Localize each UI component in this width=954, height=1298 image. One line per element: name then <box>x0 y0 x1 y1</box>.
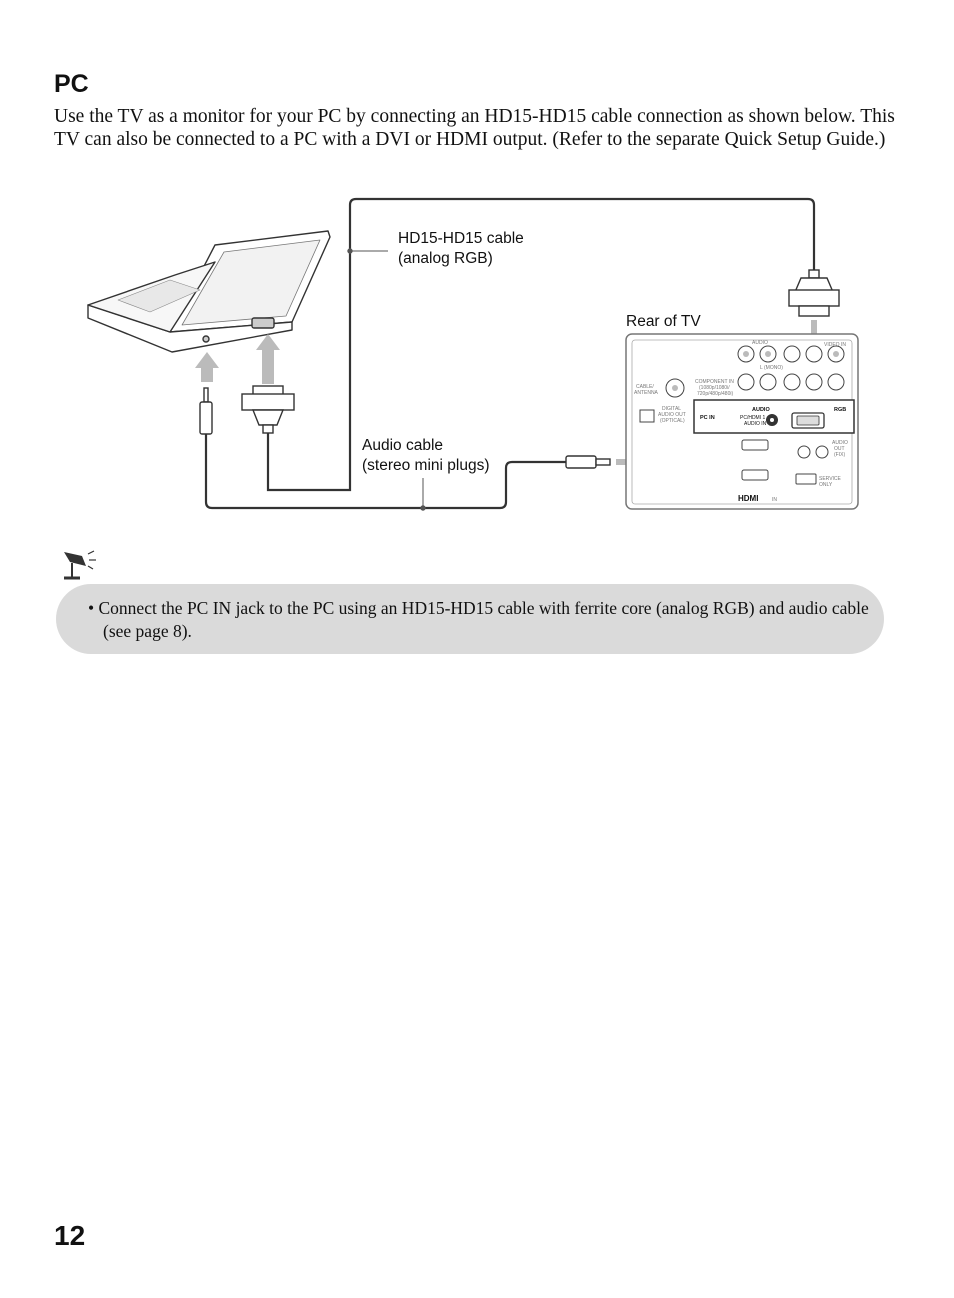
section-heading: PC <box>54 70 89 98</box>
hd15-cable-sublabel: (analog RGB) <box>398 250 493 267</box>
page-number: 12 <box>54 1220 86 1251</box>
leader-lines <box>347 248 426 511</box>
svg-text:ANTENNA: ANTENNA <box>634 390 659 396</box>
svg-text:PC/HDMI 1: PC/HDMI 1 <box>740 415 766 421</box>
svg-text:RGB: RGB <box>834 407 846 413</box>
svg-text:HDMI: HDMI <box>738 494 758 503</box>
note-item: • Connect the PC IN jack to the PC using… <box>88 598 869 641</box>
audio-cable-label: Audio cable <box>362 437 443 454</box>
svg-text:720p/480p/480i): 720p/480p/480i) <box>697 391 733 397</box>
svg-text:COMPONENT IN: COMPONENT IN <box>695 379 734 385</box>
cables <box>204 197 816 510</box>
svg-text:VIDEO IN: VIDEO IN <box>824 342 846 348</box>
svg-text:(OPTICAL): (OPTICAL) <box>660 418 685 424</box>
tv-rear-panel <box>625 333 859 510</box>
tv-panel-labels: VIDEO IN AUDIO L (MONO) CABLE/ ANTENNA C… <box>634 340 848 503</box>
svg-text:DIGITAL: DIGITAL <box>662 406 681 412</box>
note-box <box>56 584 884 654</box>
intro-paragraph: Use the TV as a monitor for your PC by c… <box>54 106 895 150</box>
svg-text:(1080p/1080i/: (1080p/1080i/ <box>699 385 730 391</box>
hd15-connector-pc <box>241 385 295 434</box>
audio-mini-plug-pc <box>199 387 213 435</box>
svg-text:AUDIO: AUDIO <box>752 407 770 413</box>
rear-of-tv-label: Rear of TV <box>626 313 701 330</box>
svg-text:PC IN: PC IN <box>700 415 715 421</box>
svg-text:AUDIO IN: AUDIO IN <box>744 421 767 427</box>
hd15-cable-label: HD15-HD15 cable <box>398 230 524 247</box>
svg-text:AUDIO: AUDIO <box>832 440 848 446</box>
svg-text:AUDIO OUT: AUDIO OUT <box>658 412 686 418</box>
insert-arrows <box>195 334 280 384</box>
svg-text:L (MONO): L (MONO) <box>760 365 783 371</box>
svg-text:AUDIO: AUDIO <box>752 340 768 346</box>
svg-text:IN: IN <box>772 497 777 503</box>
audio-cable-sublabel: (stereo mini plugs) <box>362 457 490 474</box>
svg-text:OUT: OUT <box>834 446 845 452</box>
hd15-connector-tv <box>788 269 840 317</box>
audio-mini-plug-tv <box>565 455 611 469</box>
svg-text:ONLY: ONLY <box>819 482 833 488</box>
svg-text:CABLE/: CABLE/ <box>636 384 654 390</box>
connection-diagram: VIDEO IN AUDIO L (MONO) CABLE/ ANTENNA C… <box>87 197 859 511</box>
laptop-illustration <box>87 230 331 353</box>
svg-text:(FIX): (FIX) <box>834 452 845 458</box>
tip-lamp-icon <box>64 550 96 580</box>
svg-text:SERVICE: SERVICE <box>819 476 842 482</box>
